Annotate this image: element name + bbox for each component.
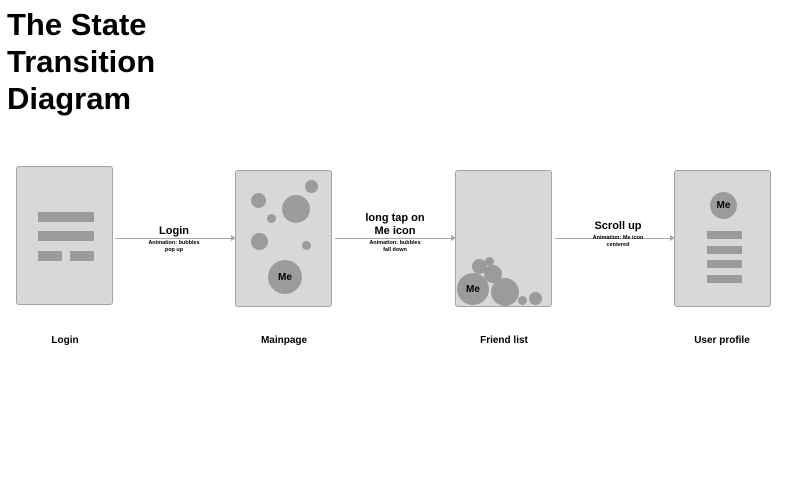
bubble: [302, 241, 311, 250]
profile-line-placeholder: [707, 246, 742, 254]
title-line: Diagram: [7, 81, 132, 116]
bubble: [251, 193, 266, 208]
transition-arrow: [115, 235, 236, 241]
input-placeholder: [38, 251, 62, 261]
bubble: [251, 233, 268, 250]
transition-note: Animation: Me icon centered: [592, 235, 644, 248]
bubble: [472, 259, 487, 274]
transition-arrow: [555, 235, 675, 241]
diagram-title: The State Transition Diagram: [7, 6, 227, 117]
transition-label: long tap on Me icon: [365, 212, 425, 237]
screen-label-friend-list: Friend list: [480, 335, 528, 346]
text-line-placeholder: [38, 231, 94, 241]
bubble: [484, 265, 502, 283]
transition-note: Animation: bubbles pop up: [148, 240, 200, 253]
transition-arrow: [335, 235, 456, 241]
profile-line-placeholder: [707, 260, 742, 268]
mainpage-screen: Me: [235, 170, 332, 307]
bubble: [529, 292, 542, 305]
me-bubble: Me: [268, 260, 302, 294]
title-line: The State: [7, 7, 147, 42]
bubble: [282, 195, 310, 223]
transition-label: Scroll up: [594, 220, 642, 232]
bubble: [305, 180, 318, 193]
friend-list-screen: Me: [455, 170, 552, 307]
profile-line-placeholder: [707, 231, 742, 239]
profile-line-placeholder: [707, 275, 742, 283]
login-screen: [16, 166, 113, 305]
input-placeholder: [70, 251, 94, 261]
title-line: Transition: [7, 44, 156, 79]
bubble: [518, 296, 527, 305]
me-avatar: Me: [710, 192, 737, 219]
transition-label: Login: [159, 225, 189, 237]
bubble: [485, 257, 494, 266]
me-bubble: Me: [457, 273, 489, 305]
bubble: [491, 278, 519, 306]
screen-label-user-profile: User profile: [694, 335, 750, 346]
transition-note: Animation: bubbles fall down: [369, 240, 421, 253]
screen-label-login: Login: [51, 335, 79, 346]
transition-long-tap: long tap on Me icon Animation: bubbles f…: [345, 212, 445, 254]
screen-label-mainpage: Mainpage: [260, 335, 308, 346]
user-profile-screen: Me: [674, 170, 771, 307]
bubble: [267, 214, 276, 223]
transition-scroll-up: Scroll up Animation: Me icon centered: [568, 220, 668, 249]
text-line-placeholder: [38, 212, 94, 222]
transition-login: Login Animation: bubbles pop up: [124, 225, 224, 254]
